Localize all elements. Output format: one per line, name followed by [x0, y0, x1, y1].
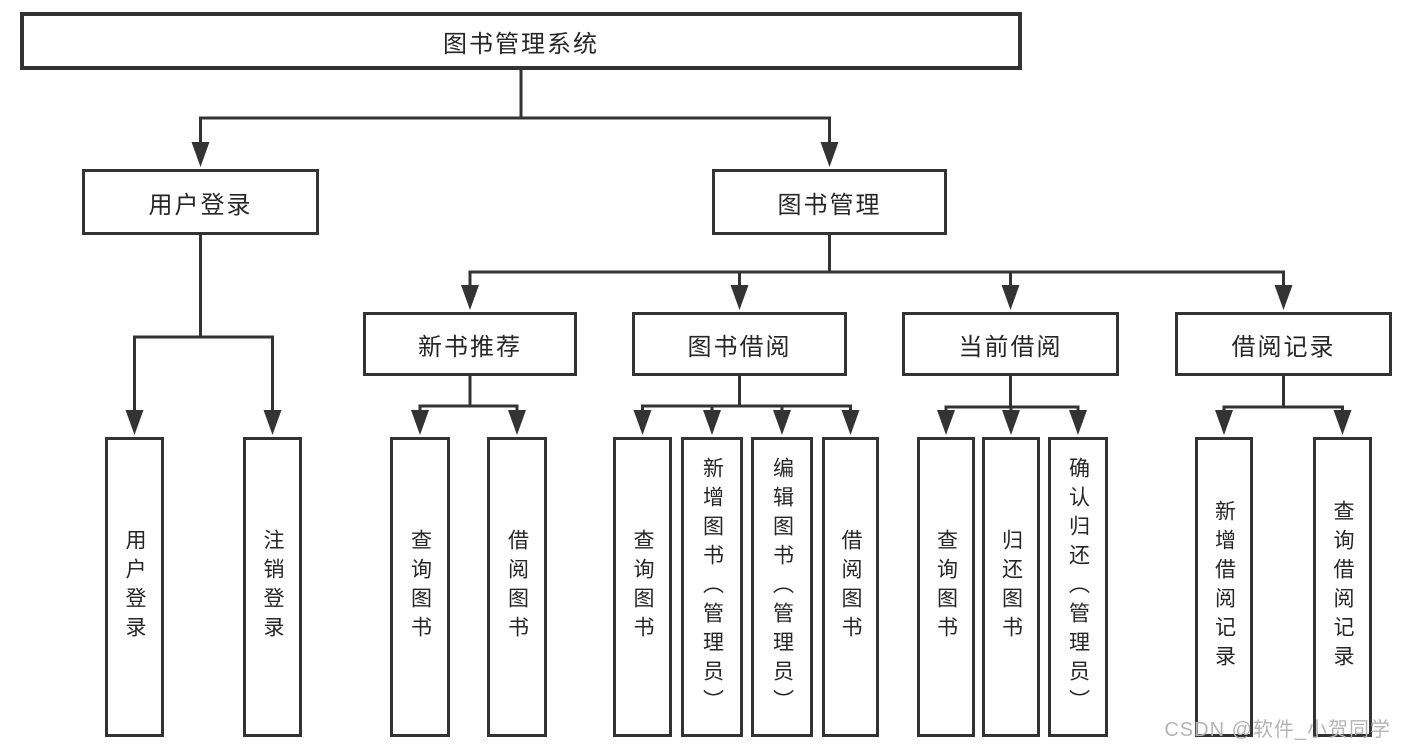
arrowhead-icon — [703, 410, 721, 435]
node-book-borrow: 图书借阅 — [632, 312, 847, 376]
arrowhead-icon — [1002, 410, 1020, 435]
node-leaf-bb-borrow: 借阅图书 — [822, 437, 879, 737]
node-leaf-bb-query: 查询图书 — [613, 437, 672, 737]
arrowhead-icon — [461, 285, 479, 310]
arrowhead-icon — [1001, 285, 1020, 310]
node-label: 借阅图书 — [505, 529, 529, 645]
arrowhead-icon — [1274, 285, 1293, 310]
node-leaf-bb-add: 新增图书（管理员） — [681, 437, 743, 737]
arrowhead-icon — [773, 410, 791, 435]
node-leaf-user-login: 用户登录 — [105, 437, 164, 737]
node-borrow-records: 借阅记录 — [1175, 312, 1392, 376]
node-leaf-cb-return: 归还图书 — [982, 437, 1040, 737]
node-leaf-logout: 注销登录 — [243, 437, 302, 737]
arrowhead-icon — [411, 410, 429, 435]
node-user-login: 用户登录 — [82, 169, 319, 235]
node-book-mgmt: 图书管理 — [712, 169, 947, 235]
node-leaf-nbr-query: 查询图书 — [390, 437, 450, 737]
node-label: 借阅记录 — [1231, 333, 1336, 361]
node-label: 借阅图书 — [839, 529, 862, 645]
node-label: 新增借阅记录 — [1212, 500, 1236, 674]
arrowhead-icon — [633, 410, 652, 435]
node-leaf-nbr-borrow: 借阅图书 — [487, 437, 547, 737]
node-label: 查询借阅记录 — [1331, 500, 1354, 674]
node-leaf-br-query: 查询借阅记录 — [1313, 437, 1372, 737]
node-leaf-bb-edit: 编辑图书（管理员） — [751, 437, 813, 737]
node-label: 注销登录 — [261, 529, 284, 645]
node-label: 编辑图书（管理员） — [770, 456, 794, 718]
node-label: 用户登录 — [123, 529, 146, 645]
node-new-book-rec: 新书推荐 — [363, 312, 577, 376]
node-leaf-cb-confirm: 确认归还（管理员） — [1048, 437, 1108, 737]
node-label: 图书借阅 — [687, 333, 792, 361]
arrowhead-icon — [1333, 410, 1352, 435]
node-label: 查询图书 — [408, 529, 432, 645]
arrowhead-icon — [1215, 410, 1233, 435]
arrowhead-icon — [841, 410, 860, 435]
node-label: 新增图书（管理员） — [700, 456, 724, 718]
arrowhead-icon — [730, 285, 749, 310]
arrowhead-icon — [263, 410, 282, 435]
node-leaf-cb-query: 查询图书 — [917, 437, 975, 737]
node-root: 图书管理系统 — [20, 12, 1022, 70]
node-label: 用户登录 — [148, 191, 253, 219]
node-label: 当前借阅 — [958, 333, 1063, 361]
watermark-text: CSDN @软件_小贺同学 — [1164, 719, 1391, 741]
arrowhead-icon — [820, 142, 839, 167]
node-label: 新书推荐 — [418, 333, 522, 361]
node-label: 图书管理系统 — [443, 30, 599, 58]
arrowhead-icon — [508, 410, 526, 435]
arrowhead-icon — [191, 142, 210, 167]
node-leaf-br-add: 新增借阅记录 — [1195, 437, 1253, 737]
node-current-borrow: 当前借阅 — [902, 312, 1119, 376]
node-label: 查询图书 — [934, 529, 958, 645]
node-label: 图书管理 — [777, 191, 882, 219]
node-label: 确认归还（管理员） — [1066, 456, 1090, 718]
node-label: 查询图书 — [631, 529, 654, 645]
arrowhead-icon — [125, 410, 144, 435]
node-label: 归还图书 — [999, 529, 1023, 645]
arrowhead-icon — [937, 410, 955, 435]
arrowhead-icon — [1069, 410, 1087, 435]
